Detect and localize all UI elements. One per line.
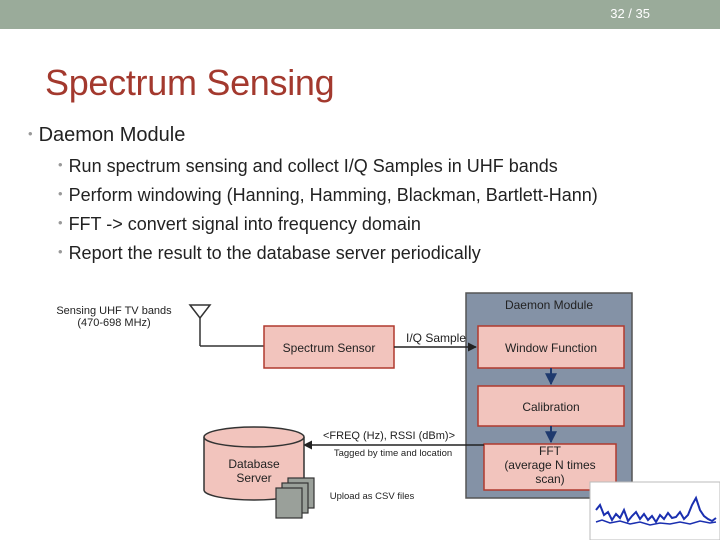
bullet-sub-4: • Report the result to the database serve… xyxy=(58,243,481,264)
bullet-sub-3: • FFT -> convert signal into frequency do… xyxy=(58,214,421,235)
bullet-main: • Daemon Module xyxy=(28,124,185,147)
bullet-sub-text: Perform windowing (Hanning, Hamming, Bla… xyxy=(68,185,598,205)
spectrum-sensor-label: Spectrum Sensor xyxy=(282,341,376,355)
bullet-dot: • xyxy=(58,157,63,172)
spectrum-sensor-box xyxy=(263,325,395,369)
freq-rssi-label: <FREQ (Hz), RSSI (dBm)> xyxy=(322,430,456,442)
calibration-label: Calibration xyxy=(522,400,580,414)
window-function-box xyxy=(477,325,625,369)
bullet-main-text: Daemon Module xyxy=(38,124,186,146)
bullet-dot: • xyxy=(28,126,33,141)
antenna-label: Sensing UHF TV bands (470-698 MHz) xyxy=(56,305,172,329)
bullet-sub-text: FFT -> convert signal into frequency dom… xyxy=(68,214,421,234)
calibration-box xyxy=(477,385,625,427)
bullet-dot: • xyxy=(58,244,63,259)
tagged-label: Tagged by time and location xyxy=(333,448,453,459)
database-icon xyxy=(203,426,305,501)
bullet-sub-1: • Run spectrum sensing and collect I/Q Sa… xyxy=(58,156,558,177)
csv-files-icon xyxy=(275,477,315,519)
database-label: Database Server xyxy=(228,457,280,485)
slide-title: Spectrum Sensing xyxy=(45,62,335,103)
spectrum-plot-thumbnail xyxy=(589,481,720,540)
bullet-sub-text: Report the result to the database server… xyxy=(68,243,481,263)
window-function-label: Window Function xyxy=(504,341,598,355)
iq-sample-label: I/Q Sample xyxy=(405,331,467,345)
daemon-module-label: Daemon Module xyxy=(504,298,594,312)
upload-label: Upload as CSV files xyxy=(329,491,415,502)
antenna-icon xyxy=(188,304,264,347)
bullet-dot: • xyxy=(58,215,63,230)
fft-label: FFT (average N times scan) xyxy=(504,444,596,486)
page-number: 32 / 35 xyxy=(610,6,650,21)
bullet-sub-text: Run spectrum sensing and collect I/Q Sam… xyxy=(68,156,558,176)
bullet-sub-2: • Perform windowing (Hanning, Hamming, Bl… xyxy=(58,185,598,206)
top-bar: 32 / 35 xyxy=(0,0,720,29)
bullet-dot: • xyxy=(58,186,63,201)
